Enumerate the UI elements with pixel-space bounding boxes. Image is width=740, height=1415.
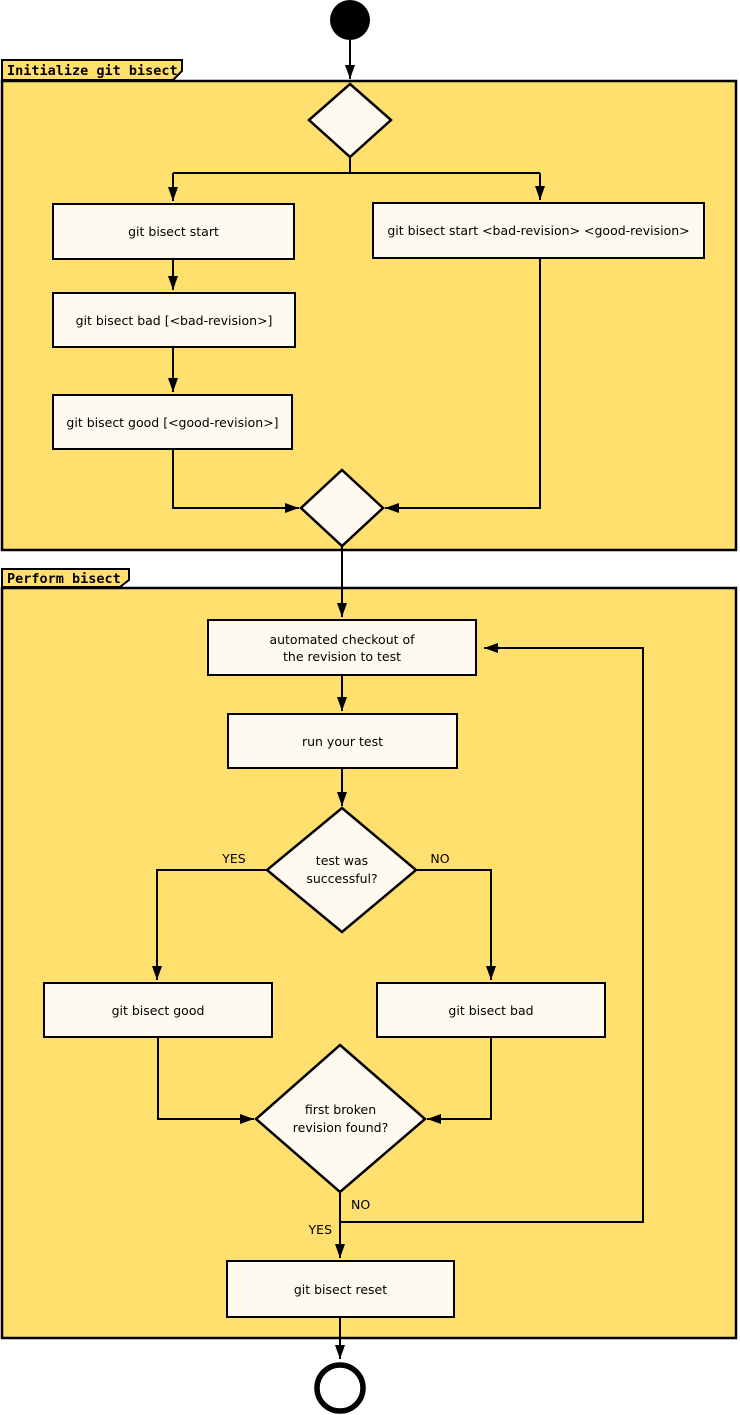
test-successful-diamond (265, 806, 418, 934)
node-run-your-test: run your test (227, 713, 458, 769)
frame-initialize-label-tab (1, 59, 183, 81)
frame-perform-label-tab (1, 568, 130, 588)
node-git-bisect-start-args: git bisect start <bad-revision> <good-re… (372, 202, 705, 259)
label-broken-no: NO (351, 1197, 371, 1212)
node-git-bisect-bad: git bisect bad (376, 982, 606, 1038)
test-successful-label: test was successful? (306, 853, 378, 886)
edge-no-to-bad (416, 869, 496, 980)
frame-perform-label: Perform bisect (7, 571, 121, 587)
start-node (330, 0, 370, 40)
edge-bad-to-found (427, 1038, 492, 1124)
end-node (314, 1362, 366, 1414)
first-broken-diamond (254, 1043, 427, 1194)
node-automated-checkout: automated checkout of the revision to te… (207, 619, 477, 676)
edge-good-to-found (157, 1038, 254, 1124)
frame-initialize-label: Initialize git bisect (7, 63, 178, 79)
node-git-bisect-reset: git bisect reset (226, 1260, 455, 1318)
label-test-no: NO (430, 851, 450, 866)
label-broken-yes: YES (308, 1222, 332, 1237)
edge-good-to-merge (172, 450, 299, 513)
frame-perform (0, 586, 738, 1340)
node-git-bisect-good: git bisect good (43, 982, 273, 1038)
edge-no-feedback-to-checkout (340, 643, 644, 1223)
node-git-bisect-good-revision: git bisect good [<good-revision>] (52, 394, 293, 450)
init-choice-diamond (307, 82, 393, 159)
init-merge-diamond (299, 468, 385, 548)
node-git-bisect-bad-revision: git bisect bad [<bad-revision>] (52, 292, 296, 348)
edge-startargs-to-merge (385, 259, 541, 513)
first-broken-label: first broken revision found? (292, 1102, 389, 1135)
node-git-bisect-start: git bisect start (52, 203, 295, 260)
edge-yes-to-good (152, 869, 267, 980)
label-test-yes: YES (222, 851, 246, 866)
